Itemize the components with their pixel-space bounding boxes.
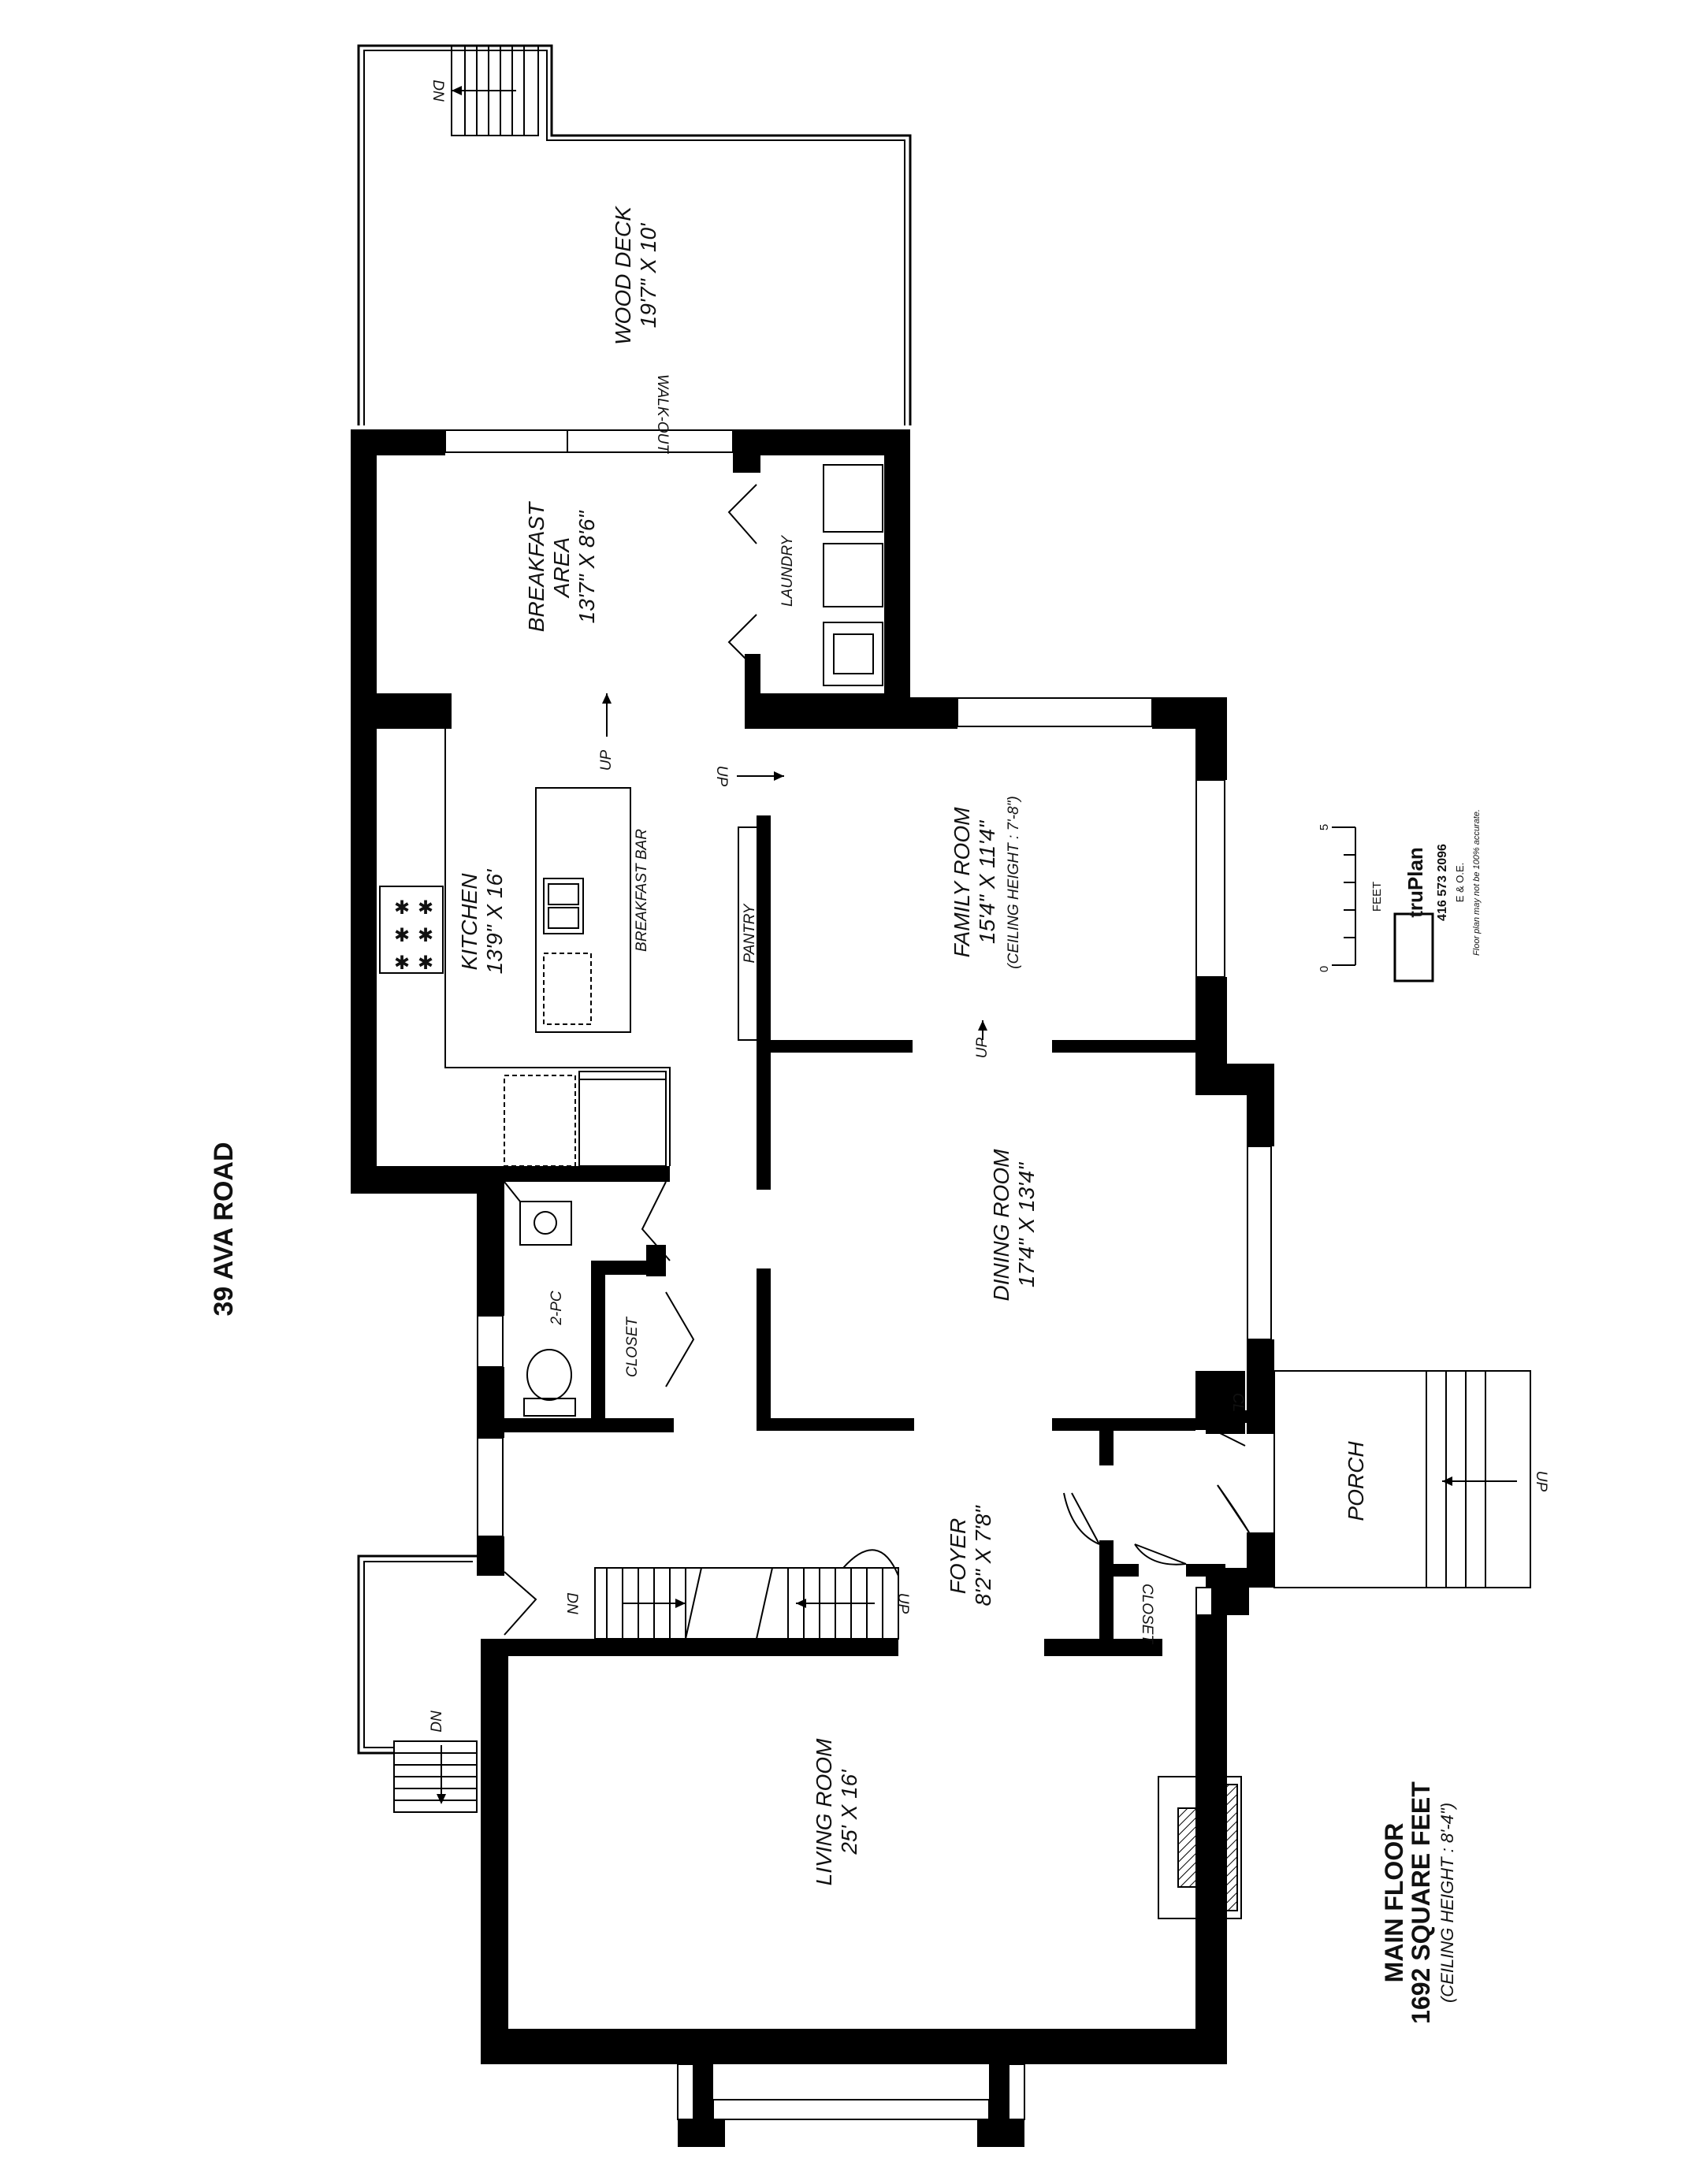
brand-phone: 416 573 2096: [1436, 844, 1449, 921]
foyer-name: FOYER: [946, 1518, 970, 1594]
scale-bar: [1332, 826, 1356, 966]
kitchen-appliances: [504, 1071, 667, 1167]
walk-out-label: WALK-OUT: [654, 374, 671, 454]
interior-walls: [477, 429, 1247, 1655]
dining-room-name: DINING ROOM: [989, 1149, 1013, 1302]
scale-max: 5: [1318, 824, 1331, 830]
wood-deck-dims: 19'7" X 10': [636, 222, 660, 328]
porch-name: PORCH: [1344, 1441, 1368, 1521]
brand-disclaimer: Floor plan may not be 100% accurate.: [1472, 809, 1482, 956]
stairs-dn-label: DN: [563, 1592, 580, 1614]
powder-room-fixtures: [504, 1181, 576, 1417]
svg-text:✱: ✱: [394, 897, 410, 919]
pantry-name: PANTRY: [742, 903, 758, 963]
laundry-doors: [727, 484, 757, 670]
main-stairs: [594, 1549, 899, 1640]
side-entrance: [357, 1554, 537, 1813]
laundry-name: LAUNDRY: [779, 535, 796, 607]
kitchen-dims: 13'9" X 16': [482, 868, 507, 974]
breakfast-name-2: AREA: [549, 537, 574, 599]
hall-closet-name: CLOSET: [624, 1317, 641, 1377]
brand-eoe: E & O.E.: [1454, 863, 1466, 903]
kitchen-island: [535, 787, 631, 1033]
stairs-up-label: UP: [894, 1593, 911, 1614]
up-label-family-step: UP: [713, 766, 730, 787]
cl-name: CL: [1229, 1393, 1246, 1412]
foyer-doors: [1063, 1429, 1250, 1566]
pantry: [738, 826, 761, 1041]
family-room-ceiling: (CEILING HEIGHT : 7'-8"): [1006, 796, 1022, 968]
floor-name: MAIN FLOOR: [1380, 1823, 1408, 1983]
svg-text:✱: ✱: [418, 925, 433, 946]
svg-text:✱: ✱: [394, 953, 410, 974]
floor-ceiling: (CEILING HEIGHT : 8'-4"): [1437, 1803, 1457, 2003]
brand-logo-text: truPlan: [1404, 847, 1427, 918]
truplan-logo: [1393, 912, 1434, 982]
foyer-dims: 8'2" X 7'8": [971, 1505, 995, 1606]
side-stairs-dn-label: DN: [429, 1710, 445, 1733]
scale-unit: FEET: [1370, 882, 1384, 912]
breakfast-dims: 13'7" X 8'6": [574, 511, 599, 624]
wood-deck-name: WOOD DECK: [611, 206, 635, 345]
address-title: 39 AVA ROAD: [209, 1142, 239, 1316]
deck-stairs: [451, 45, 539, 136]
laundry-machines: [823, 464, 883, 686]
kitchen-name: KITCHEN: [457, 873, 481, 971]
porch: [1273, 1370, 1531, 1588]
up-label-breakfast: UP: [598, 749, 615, 771]
exterior-walls: [351, 429, 1274, 2147]
living-room-dims: 25' X 16': [837, 1769, 861, 1855]
svg-text:✱: ✱: [394, 925, 410, 946]
deck-stairs-dn-label: DN: [429, 80, 446, 102]
wood-deck-outline: [357, 44, 912, 425]
breakfast-name-1: BREAKFAST: [524, 501, 548, 632]
fireplace: [1158, 1776, 1242, 1919]
kitchen-counter: [444, 729, 671, 1166]
porch-up-label: UP: [1533, 1471, 1549, 1492]
breakfast-bar-label: BREAKFAST BAR: [634, 829, 650, 952]
up-arrows: [602, 693, 987, 1040]
svg-text:✱: ✱: [418, 953, 433, 974]
hall-doors: [641, 1181, 695, 1387]
family-room-dims: 15'4" X 11'4": [975, 820, 999, 944]
windows: [444, 429, 1272, 2120]
floor-area: 1692 SQUARE FEET: [1407, 1781, 1435, 2024]
foyer-closet-name: CLOSET: [1139, 1584, 1155, 1644]
family-room-name: FAMILY ROOM: [950, 807, 974, 958]
svg-text:✱: ✱: [418, 897, 433, 919]
powder-room-name: 2-PC: [548, 1291, 565, 1326]
scale-min: 0: [1318, 966, 1331, 972]
cooktop: ✱ ✱ ✱ ✱ ✱ ✱: [379, 886, 444, 974]
dining-room-dims: 17'4" X 13'4": [1014, 1162, 1039, 1287]
up-label-family: UP: [974, 1037, 991, 1058]
living-room-name: LIVING ROOM: [812, 1738, 836, 1885]
